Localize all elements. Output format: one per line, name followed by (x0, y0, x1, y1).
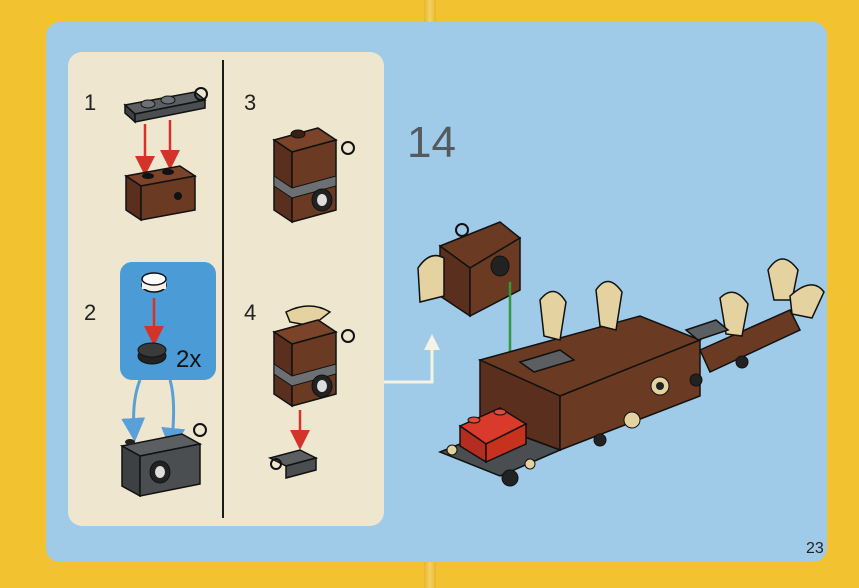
step-number-3: 3 (244, 90, 257, 115)
step3-illustration (272, 127, 355, 224)
quantity-multiplier: 2x (176, 346, 202, 373)
step2-illustration (119, 272, 207, 498)
step1-illustration (123, 87, 208, 222)
connector-line (384, 346, 434, 384)
step-number-2: 2 (84, 300, 97, 325)
step-number-1: 1 (84, 90, 97, 115)
quantity-callout (120, 262, 216, 380)
step-number-4: 4 (244, 300, 257, 325)
sub-assembly-divider (222, 60, 224, 518)
main-model-illustration (417, 221, 825, 487)
page-number: 23 (806, 540, 824, 557)
main-step-number: 14 (407, 118, 456, 167)
step4-illustration (267, 305, 355, 479)
